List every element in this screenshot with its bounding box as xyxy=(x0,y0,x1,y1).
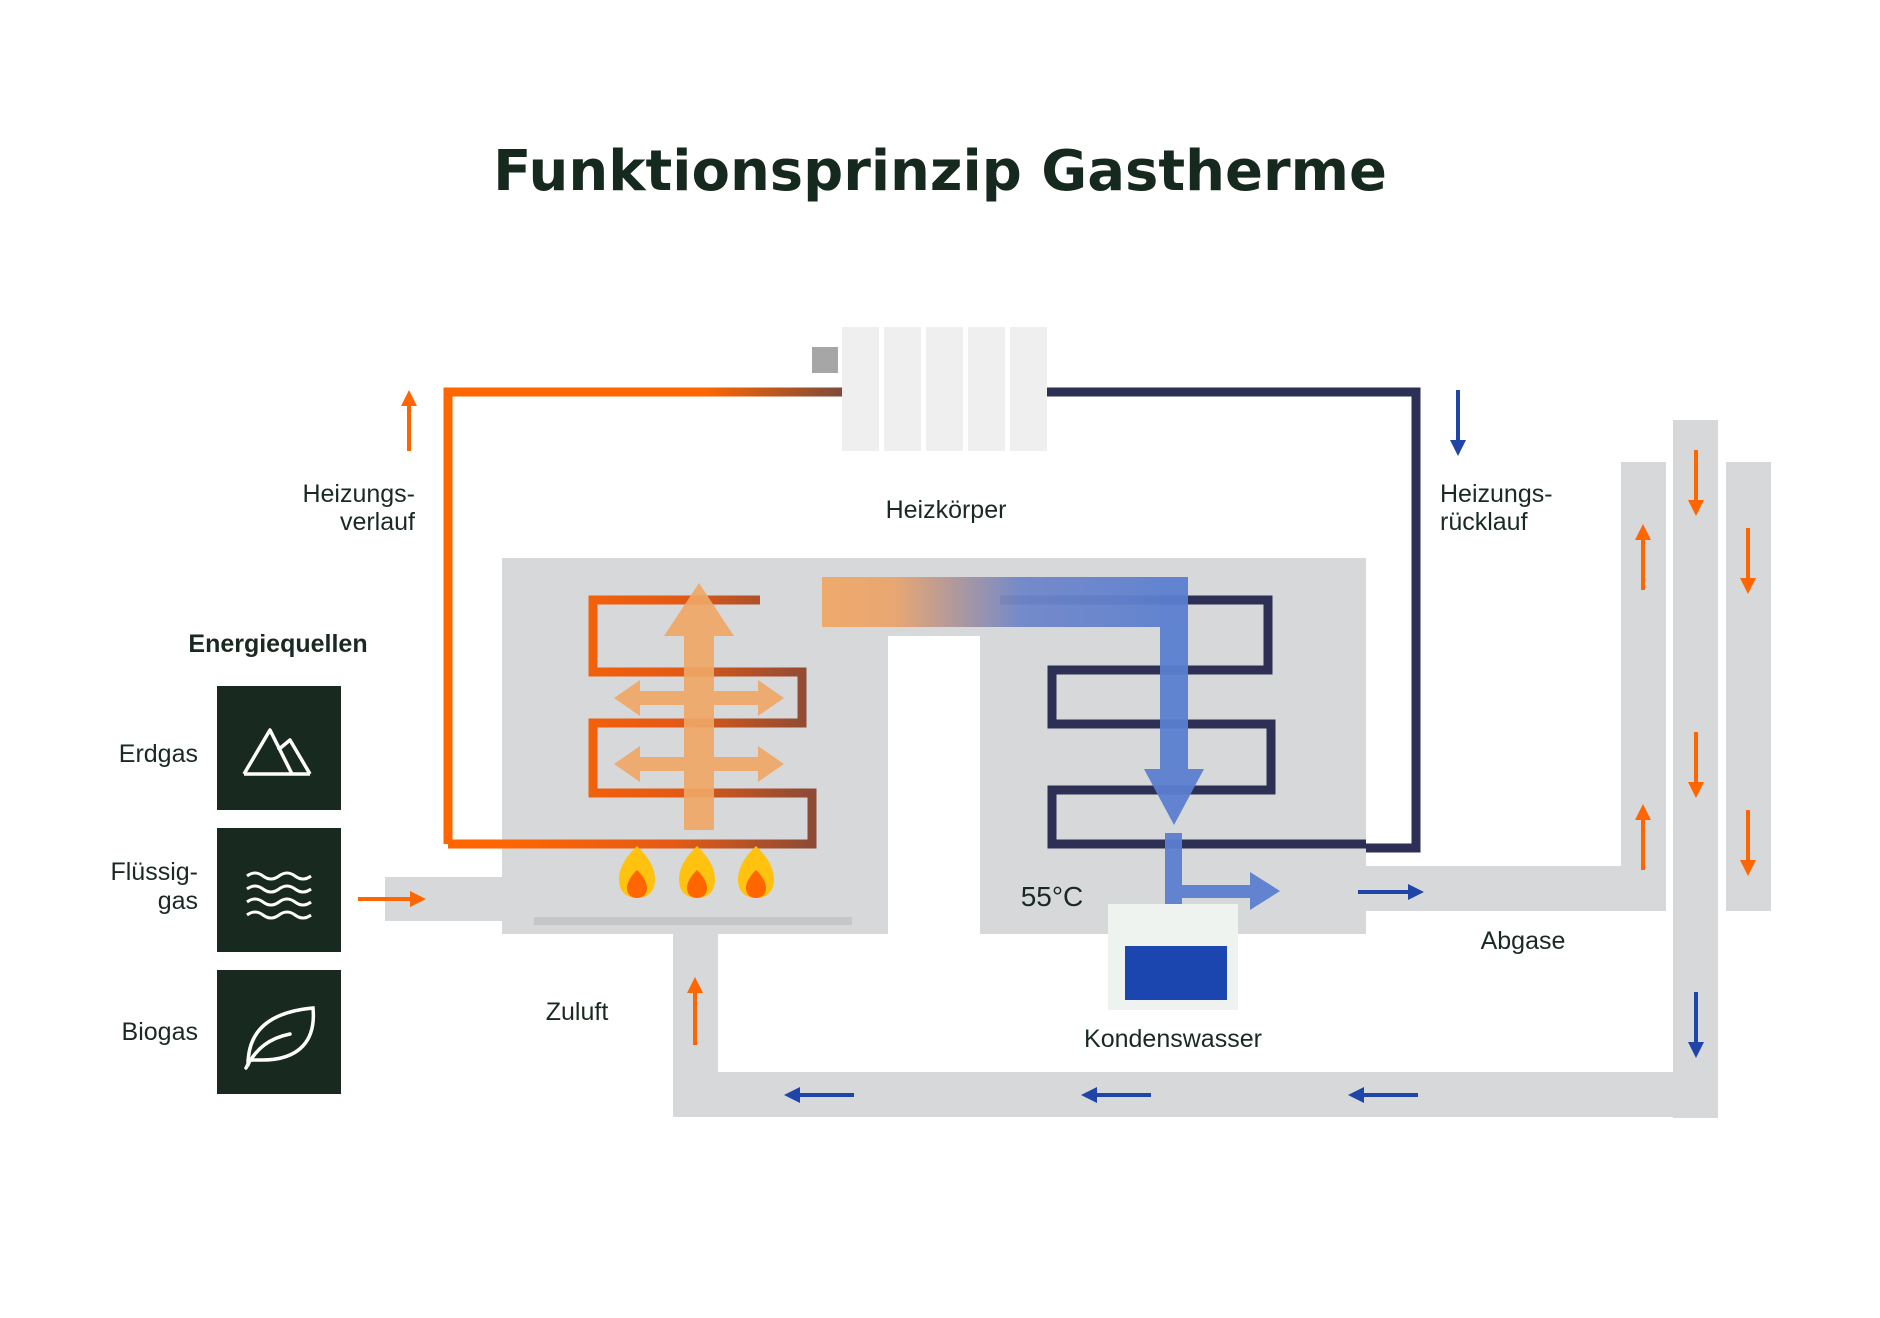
waves-icon xyxy=(246,871,312,920)
energy-source-label: Erdgas xyxy=(119,740,198,768)
flame-icon xyxy=(679,846,715,898)
temperature-label: 55°C xyxy=(1021,881,1084,912)
heating-flow-pipe xyxy=(443,387,842,849)
energy-source-label: Flüssig- xyxy=(110,858,198,886)
heat-up-arrow xyxy=(664,583,734,636)
energy-source-fluessiggas: Flüssig- gas xyxy=(110,828,341,952)
flame-icon xyxy=(619,846,655,898)
flue-down-arrow xyxy=(1144,769,1204,825)
exhaust-label: Abgase xyxy=(1481,927,1566,955)
heating-return-label: rücklauf xyxy=(1440,508,1528,536)
page-title: Funktionsprinzip Gastherme xyxy=(493,139,1387,204)
heating-return-label: Heizungs- xyxy=(1440,480,1553,508)
mountain-icon xyxy=(242,728,312,776)
radiator-label: Heizkörper xyxy=(886,496,1007,524)
flame-icon xyxy=(738,846,774,898)
energy-source-erdgas: Erdgas xyxy=(119,686,341,810)
heat-radiation-arrows xyxy=(614,583,784,830)
radiator-valve xyxy=(812,347,838,373)
energy-sources-heading: Energiequellen xyxy=(188,630,367,658)
energy-source-biogas: Biogas xyxy=(122,970,341,1094)
supply-air-label: Zuluft xyxy=(546,998,609,1026)
heating-return-pipe xyxy=(1047,387,1421,853)
energy-source-label: gas xyxy=(158,887,198,915)
condensate-collector xyxy=(1108,904,1238,1010)
flue-right-arrow xyxy=(1250,872,1280,910)
burner-flames xyxy=(619,846,774,898)
burner-plate xyxy=(534,917,852,925)
flow-arrows xyxy=(358,390,1756,1103)
energy-sources: Erdgas Flüssig- gas Biogas xyxy=(110,686,341,1094)
energy-source-label: Biogas xyxy=(122,1018,198,1046)
condensate-water xyxy=(1125,946,1227,1000)
condensate-label: Kondenswasser xyxy=(1084,1025,1262,1053)
heating-flow-label: verlauf xyxy=(340,508,415,536)
radiator xyxy=(812,327,1047,451)
leaf-icon xyxy=(244,1006,316,1070)
heating-flow-label: Heizungs- xyxy=(302,480,415,508)
flue-gas-flow xyxy=(822,577,1280,936)
